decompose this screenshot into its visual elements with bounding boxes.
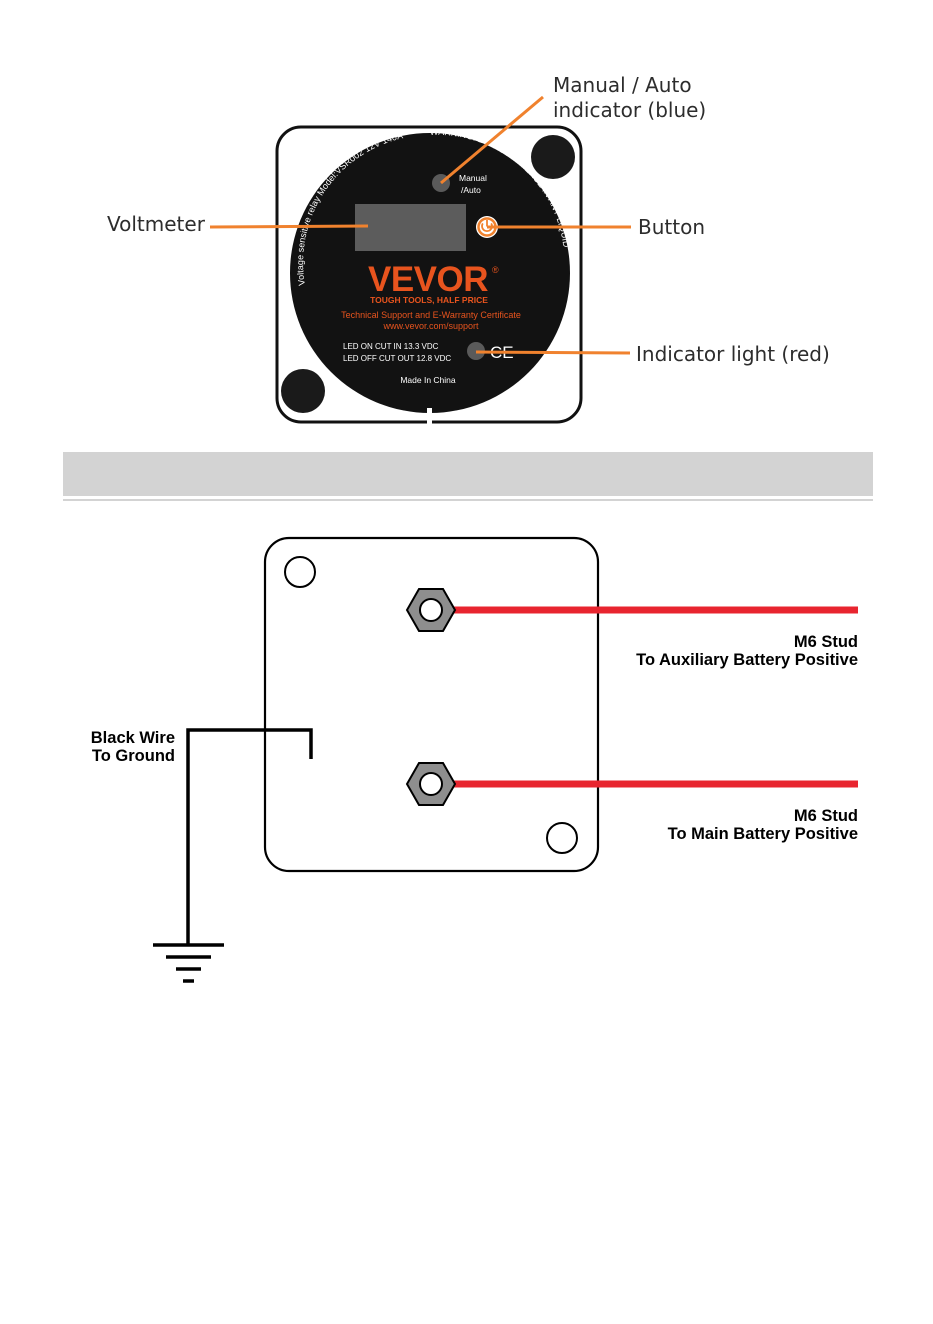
wiring-diagram [153,536,858,983]
made-in-label: Made In China [400,375,456,385]
support-line-1: Technical Support and E-Warranty Certifi… [341,310,521,320]
label-ground-wire: Black Wire To Ground [91,729,175,765]
ground-wire [186,728,313,945]
device-face-illustration: Voltage sensitive relay Model:VSR002 12V… [209,95,631,424]
label-aux-battery-line1: M6 Stud [793,633,858,651]
support-line-2: www.vevor.com/support [382,321,479,331]
m6-stud-auxiliary [405,588,457,632]
callout-indicator-light: Indicator light (red) [636,342,830,366]
callout-manual-auto-line1: Manual / Auto [553,73,692,97]
callout-button: Button [638,215,705,239]
label-main-battery-line2: To Main Battery Positive [667,825,858,843]
label-ground-wire-line2: To Ground [91,747,175,765]
callout-line-manual-auto [440,95,544,185]
label-aux-battery-line2: To Auxiliary Battery Positive [636,651,858,669]
section-divider [63,499,873,501]
corner-screw-bottom-left [281,369,325,413]
led-off-spec: LED OFF CUT OUT 12.8 VDC [343,354,451,363]
callout-manual-auto-line2: indicator (blue) [553,98,707,122]
relay-face [290,133,570,413]
brand-tagline: TOUGH TOOLS, HALF PRICE [370,295,488,305]
label-aux-battery: M6 Stud To Auxiliary Battery Positive [636,633,858,669]
brand-logo: VEVOR [368,260,488,299]
voltmeter-display [355,204,466,251]
label-main-battery: M6 Stud To Main Battery Positive [668,807,858,843]
mounting-hole-top-left [284,556,316,588]
manual-auto-label-line2: /Auto [461,185,481,195]
manual-auto-label-line1: Manual [459,173,487,183]
brand-registered-mark: ® [492,265,499,275]
m6-stud-main [405,762,457,806]
callout-manual-auto: Manual / Auto indicator (blue) [553,73,706,123]
callout-voltmeter: Voltmeter [107,212,205,236]
callout-line-indicator [475,350,631,355]
label-ground-wire-line1: Black Wire [90,729,175,747]
mounting-hole-bottom-right [546,822,578,854]
indicator-light-red [467,342,485,360]
led-on-spec: LED ON CUT IN 13.3 VDC [343,342,439,351]
ground-symbol-icon [153,943,224,983]
relay-body-outline [263,536,600,873]
corner-screw-top-right [531,135,575,179]
label-main-battery-line1: M6 Stud [793,807,858,825]
section-header-band [63,452,873,496]
face-notch [427,408,432,424]
callout-line-voltmeter [209,224,369,229]
